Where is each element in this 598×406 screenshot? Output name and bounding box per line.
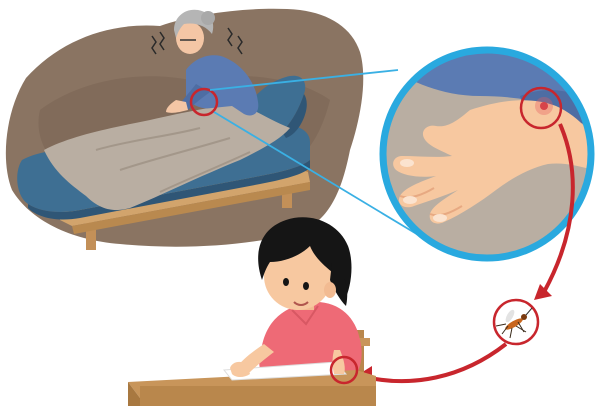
student-ear: [324, 282, 336, 298]
grandmother-bun: [201, 11, 215, 25]
hand-zoom: [380, 46, 594, 262]
student-eye-right: [303, 282, 309, 290]
mosquito-icon: [494, 300, 538, 344]
bedroom-scene: [6, 9, 363, 250]
student-eye-left: [283, 278, 289, 286]
desk-body: [140, 386, 376, 406]
arrow-head-upper: [534, 284, 552, 300]
arrow-path-lower: [370, 344, 506, 381]
